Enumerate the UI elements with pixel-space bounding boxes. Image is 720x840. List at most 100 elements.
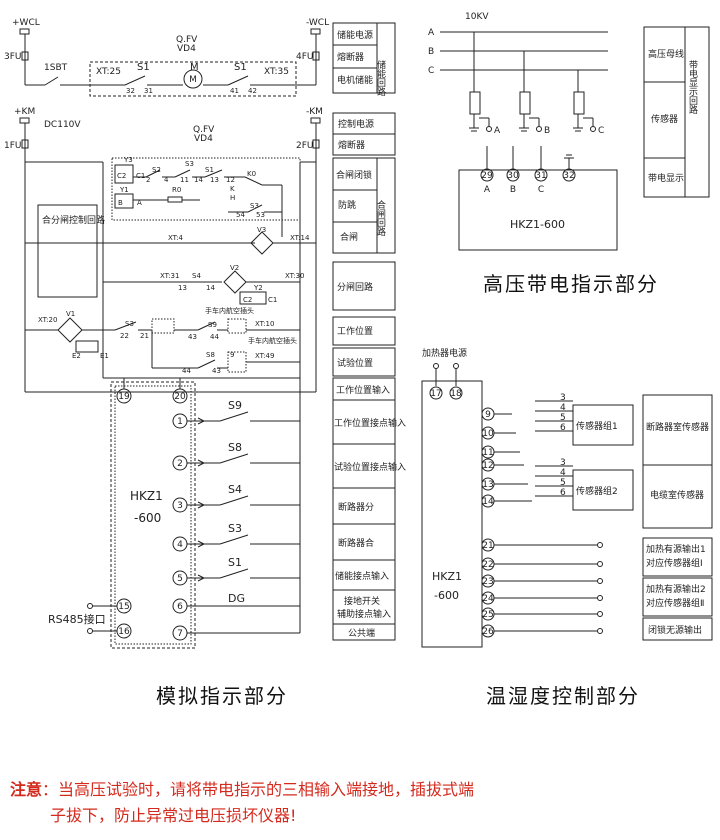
y3-block: [114, 164, 134, 184]
fuse-1fu: [21, 139, 29, 149]
y1-block: [114, 193, 134, 209]
label-phase-c: C: [428, 66, 434, 76]
pt-letter-0: A: [494, 126, 501, 136]
label-qfv: Q.FV: [176, 35, 198, 45]
th-hkz-box: [421, 380, 483, 648]
terminal-num-7: 7: [177, 629, 183, 639]
label-th-hkz1: HKZ1: [432, 570, 462, 583]
label-phase-b: B: [428, 47, 434, 57]
hv-terminal-num-30: 30: [507, 171, 519, 181]
th-side-table: [642, 394, 713, 529]
table-cell-control-power: 控制电源: [338, 118, 374, 130]
sensor-2-pin-4: 4: [560, 468, 566, 478]
terminal-minus-km: [310, 117, 321, 124]
table-cell-test-contact: 试验位置接点输入: [334, 461, 406, 473]
label-y3: Y3: [123, 156, 133, 164]
th-terminal-num-12: 12: [482, 461, 493, 471]
sensor-group-1: [572, 404, 634, 446]
th-terminal-num-11: 11: [482, 448, 493, 458]
th-terminal-num-24: 24: [482, 594, 494, 604]
th-terminal-num-14: 14: [482, 497, 494, 507]
v1-rows: XT:20 V1 E2 E1 S3 22 21 手车内航空插头 S9 43 44…: [25, 306, 300, 375]
label-t12: 12: [226, 176, 235, 184]
label-y1: Y1: [119, 186, 129, 194]
closing-control-box: 合分闸控制回路: [37, 204, 105, 298]
table-side-close: 合闸回路: [375, 199, 386, 237]
label-xt31: XT:31: [160, 272, 179, 280]
table-hv-sensor: 传感器: [651, 113, 678, 125]
v3-symbol: [250, 231, 274, 255]
sensor-2-pin-3: 3: [560, 458, 566, 468]
label-b: B: [118, 199, 123, 207]
pt-2: [519, 91, 531, 115]
label-s1-ctrl: S1: [205, 166, 214, 174]
label-k: K: [230, 185, 235, 193]
table-hv-bus: 高压母线: [648, 48, 684, 60]
label-4fu: 4FU: [296, 52, 314, 62]
label-k0: K0: [247, 170, 256, 178]
caption-hv: 高压带电指示部分: [483, 272, 659, 296]
table-th-heat-out-2: 加热有源输出2: [646, 583, 706, 595]
y2-block: [239, 291, 267, 305]
label-sensor-1: 传感器组1: [576, 420, 618, 432]
label-t43: 43: [188, 333, 197, 341]
terminal-minus-wcl: [310, 28, 321, 35]
label-vd4: VD4: [177, 44, 196, 54]
label-minus-km: -KM: [306, 107, 323, 117]
analog-hkz1: 19 20 HKZ1 -600 RS485接口 15 16 1S92S83S44…: [48, 378, 301, 649]
label-t42: 42: [248, 87, 257, 95]
fuse-3fu: [21, 51, 29, 61]
label-t31: 31: [144, 87, 153, 95]
table-cell-open-loop: 分闸回路: [337, 281, 373, 293]
label-xt30: XT:30: [285, 272, 304, 280]
th-terminal-num-9: 9: [485, 410, 491, 420]
label-s9-ctrl: S9: [208, 321, 217, 329]
table-cell-common: 公共端: [348, 627, 375, 639]
table-cell-storage-power: 储能电源: [337, 29, 373, 41]
label-th-600: -600: [434, 589, 459, 602]
label-qfv-2: Q.FV: [193, 125, 215, 135]
warning-label: 注意: [10, 780, 43, 799]
label-t43-b: 43: [212, 367, 221, 375]
terminal-num-3: 3: [177, 501, 183, 511]
table-cell-close-lock: 合闸闭锁: [336, 169, 372, 181]
label-minus-wcl: -WCL: [306, 18, 329, 28]
v1-symbol: [57, 317, 83, 343]
warning-line-2: 子拔下，防止异常过电压损坏仪器!: [50, 806, 297, 825]
terminal-17: 17: [430, 389, 441, 399]
terminal-num-1: 1: [177, 417, 183, 427]
hv-terminal-num-31: 31: [535, 171, 546, 181]
th-terminal-num-13: 13: [482, 480, 493, 490]
sensor-1-pin-4: 4: [560, 403, 566, 413]
label-sensor-2: 传感器组2: [576, 485, 618, 497]
motor-circuit: +WCL -WCL 3FU 4FU 1SBT XT:25 XT:35 S1 S1…: [4, 18, 329, 97]
fuse-2fu: [312, 139, 320, 149]
label-h: H: [230, 194, 235, 202]
label-control-box: 合分闸控制回路: [42, 214, 105, 226]
terminal-num-4: 4: [177, 540, 183, 550]
label-t2: 2: [146, 176, 150, 184]
hv-hkz-box: [458, 169, 618, 251]
label-hand-plug-1: 手车内航空插头: [205, 306, 254, 315]
hkz1-dashed-box: [110, 381, 196, 649]
sensor-1-pin-3: 3: [560, 393, 566, 403]
label-y2: Y2: [253, 284, 263, 292]
table-cell-motor: 电机储能: [337, 74, 373, 86]
switch-label-S1: S1: [228, 556, 242, 569]
label-c2: C2: [117, 172, 126, 180]
v2-symbol: [223, 270, 247, 294]
fuse-4fu: [312, 51, 320, 61]
label-xt14: XT:14: [290, 234, 310, 242]
table-cell-work-pos: 工作位置: [337, 325, 373, 337]
label-t32: 32: [126, 87, 135, 95]
th-terminal-num-25: 25: [482, 610, 493, 620]
control-bus: +KM DC110V -KM 1FU 2FU Q.FV VD4: [4, 107, 323, 393]
caption-analog: 模拟指示部分: [156, 684, 288, 708]
motor-dashed-box: [89, 61, 297, 97]
analog-table: 储能电源 熔断器 电机储能 储能回路 控制电源 熔断器 合闸闭锁 防跳 合闸 合…: [332, 22, 406, 641]
switch-label-S8: S8: [228, 441, 242, 454]
th-terminal-num-26: 26: [482, 627, 494, 637]
label-1fu: 1FU: [4, 141, 22, 151]
table-cell-aux-contact: 辅助接点输入: [337, 608, 391, 620]
